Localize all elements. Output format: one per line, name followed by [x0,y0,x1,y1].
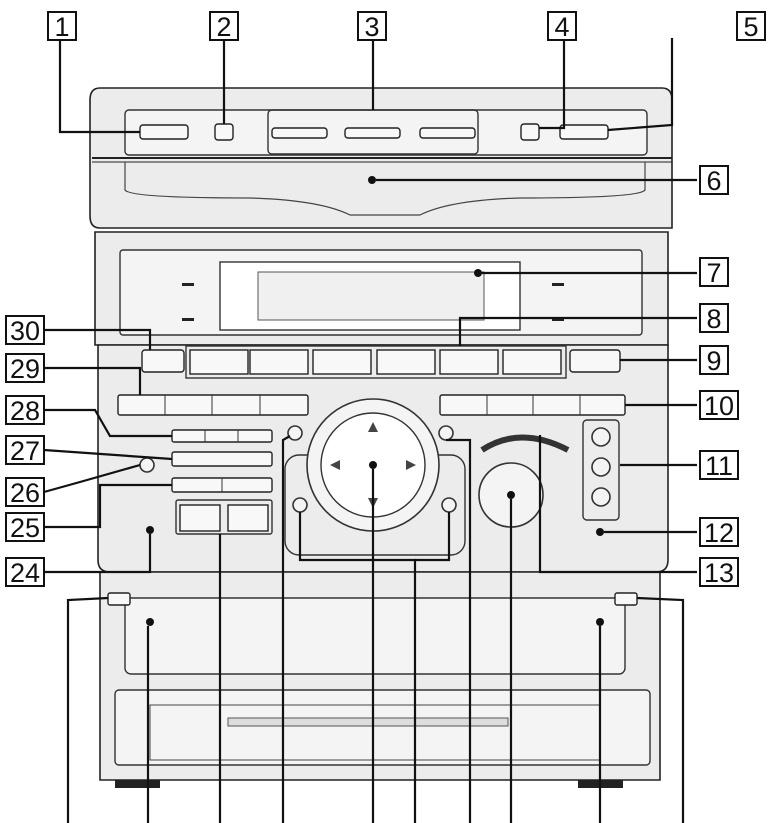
callout-2: 2 [209,11,239,42]
callout-3: 3 [357,11,387,42]
callout-28-text: 28 [10,396,40,426]
callout-7: 7 [699,257,729,288]
callout-10: 10 [699,390,739,421]
callout-9-text: 9 [706,346,721,376]
callout-24: 24 [5,557,45,588]
callout-5-text: 5 [743,12,758,42]
callout-3-text: 3 [364,12,379,42]
callout-4: 4 [547,11,577,42]
controls [107,109,638,626]
callout-13: 13 [699,557,739,588]
callout-4-text: 4 [554,12,569,42]
callout-11-text: 11 [705,451,733,481]
callout-8: 8 [699,303,729,334]
callout-25-text: 25 [10,513,40,543]
callout-1-text: 1 [54,12,69,42]
callout-boxes: 1 2 3 4 5 6 7 8 9 10 11 12 13 24 25 26 2… [5,11,766,588]
callout-30-text: 30 [10,316,40,346]
callout-27: 27 [5,435,45,466]
callout-6: 6 [699,165,729,196]
callout-7-text: 7 [706,258,721,288]
callout-8-text: 8 [706,304,721,334]
callout-30: 30 [5,315,45,346]
callout-27-text: 27 [10,436,40,466]
callout-10-text: 10 [704,391,734,421]
callout-26-text: 26 [10,478,40,508]
callout-29-text: 29 [10,354,40,384]
callout-12-text: 12 [704,518,734,548]
callout-25: 25 [5,512,45,543]
callout-9: 9 [699,345,729,376]
callout-24-text: 24 [10,558,40,588]
callout-2-text: 2 [216,12,231,42]
callout-1: 1 [47,11,77,42]
callout-11: 11 [699,450,739,481]
callout-6-text: 6 [706,166,721,196]
callout-29: 29 [5,353,45,384]
callout-5: 5 [736,11,766,42]
callout-12: 12 [699,517,739,548]
leader-lines [43,38,697,823]
callout-13-text: 13 [704,558,734,588]
callout-28: 28 [5,395,45,426]
callout-26: 26 [5,477,45,508]
